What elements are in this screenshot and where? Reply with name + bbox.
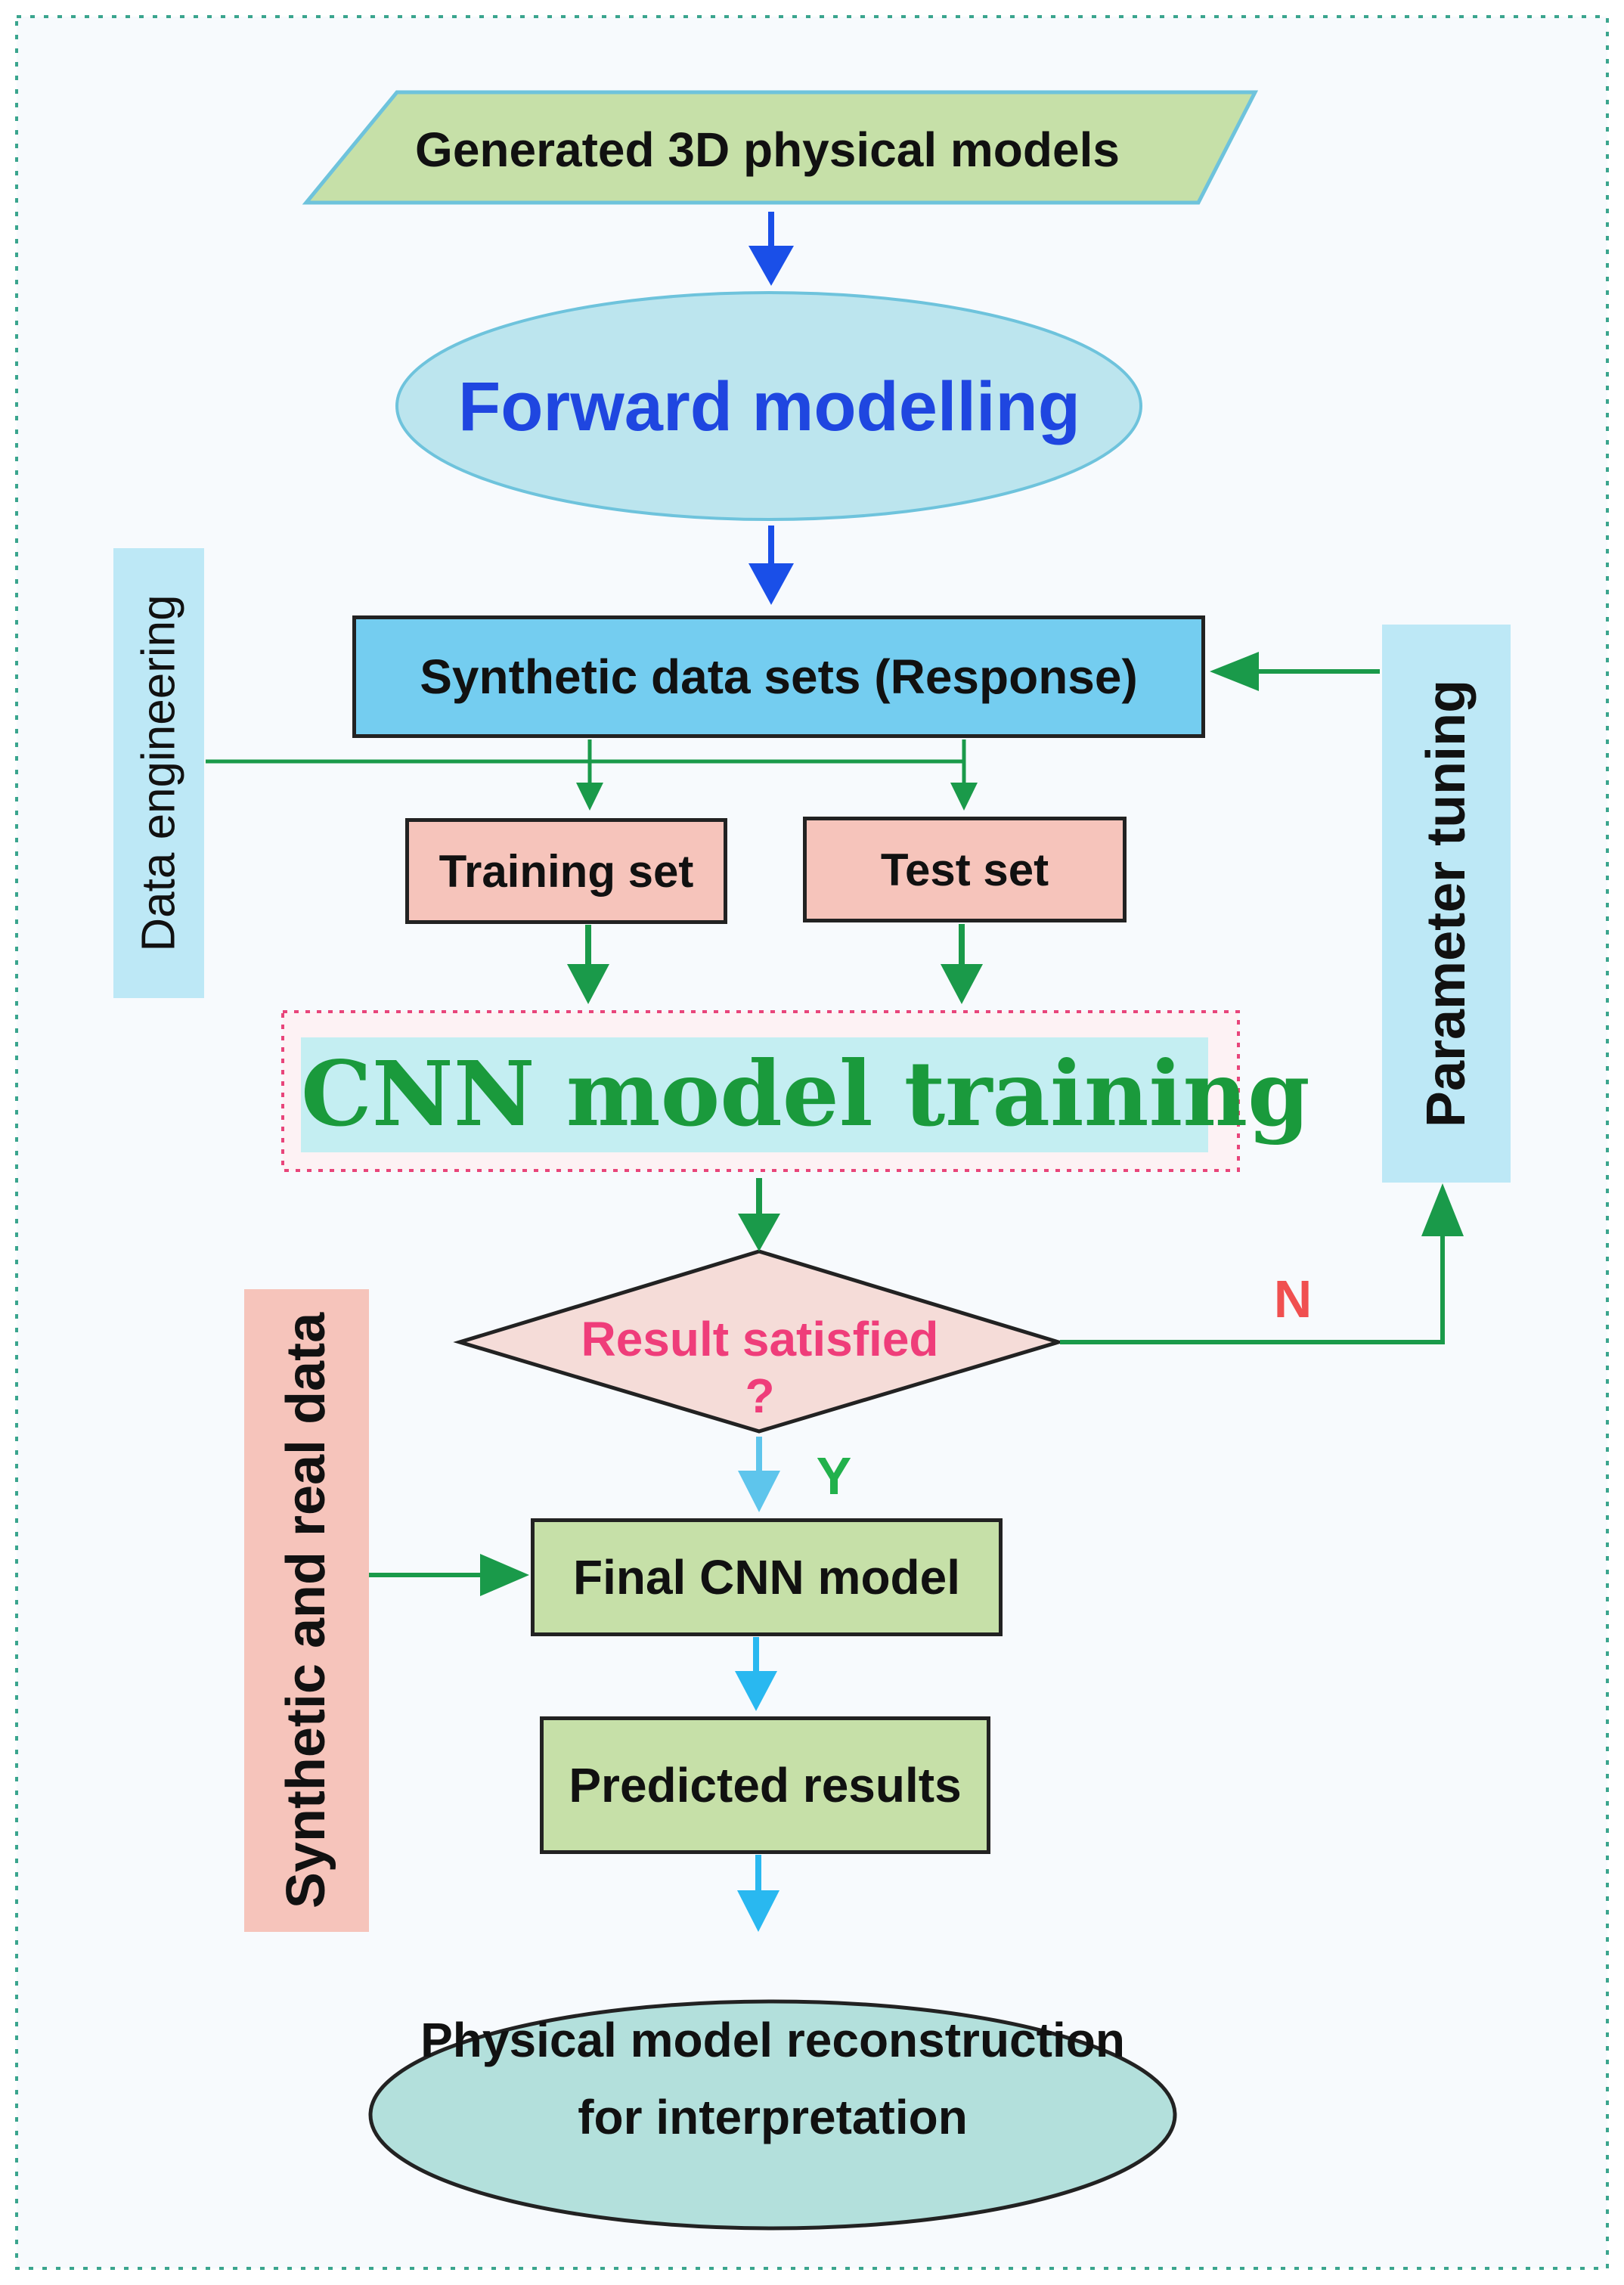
training-set-label: Training set <box>439 845 694 897</box>
cnn-training-highlight <box>301 1037 1208 1152</box>
forward-modelling-label: Forward modelling <box>458 368 1080 445</box>
training-set-box: Training set <box>405 818 727 924</box>
arrow-training-to-cnn <box>567 925 609 1004</box>
synthetic-real-data-label: Synthetic and real data <box>276 1312 337 1909</box>
arrow-final-to-predicted <box>735 1637 777 1711</box>
generated-models-label: Generated 3D physical models <box>415 122 1120 177</box>
decision-label-line2: ? <box>745 1369 775 1423</box>
data-engineering-panel: Data engineering <box>113 548 204 998</box>
decision-label-line1: Result satisfied <box>581 1312 939 1366</box>
final-cnn-model-label: Final CNN model <box>572 1550 961 1604</box>
arrow-cnn-to-decision <box>738 1178 780 1251</box>
parameter-tuning-panel: Parameter tuning <box>1382 625 1511 1183</box>
arrow-test-to-cnn <box>941 924 983 1004</box>
arrow-predicted-to-reconstruction <box>737 1855 779 1932</box>
reconstruction-label-line1: Physical model reconstruction <box>420 2013 1125 2067</box>
test-set-label: Test set <box>880 844 1049 895</box>
predicted-results-label: Predicted results <box>569 1758 962 1812</box>
arrow-data-engineering-split <box>206 739 978 811</box>
predicted-results-box: Predicted results <box>540 1716 990 1854</box>
arrow-generated-to-forward <box>748 212 794 286</box>
synthetic-data-sets-label: Synthetic data sets (Response) <box>420 650 1138 704</box>
arrow-decision-no <box>1060 1183 1464 1344</box>
arrow-decision-yes <box>738 1437 780 1512</box>
cnn-training-label: CNN model training <box>301 1041 1310 1146</box>
test-set-box: Test set <box>803 817 1127 922</box>
arrow-synthetic-real-to-final <box>369 1554 529 1596</box>
data-engineering-label: Data engineering <box>132 594 185 952</box>
synthetic-data-sets-box: Synthetic data sets (Response) <box>352 615 1205 738</box>
synthetic-real-data-panel: Synthetic and real data <box>244 1289 369 1932</box>
reconstruction-label-line2: for interpretation <box>578 2090 968 2144</box>
generated-models-shape <box>302 90 1259 205</box>
forward-modelling-shape <box>395 291 1142 521</box>
final-cnn-model-box: Final CNN model <box>531 1518 1003 1636</box>
decision-diamond <box>453 1249 1065 1434</box>
arrow-tuning-to-synthetic <box>1210 652 1380 691</box>
edge-label-no: N <box>1273 1270 1313 1329</box>
parameter-tuning-label: Parameter tuning <box>1416 679 1477 1128</box>
reconstruction-shape <box>368 1999 1177 2231</box>
arrow-forward-to-synthetic <box>748 526 794 605</box>
edge-label-yes: Y <box>816 1446 852 1505</box>
